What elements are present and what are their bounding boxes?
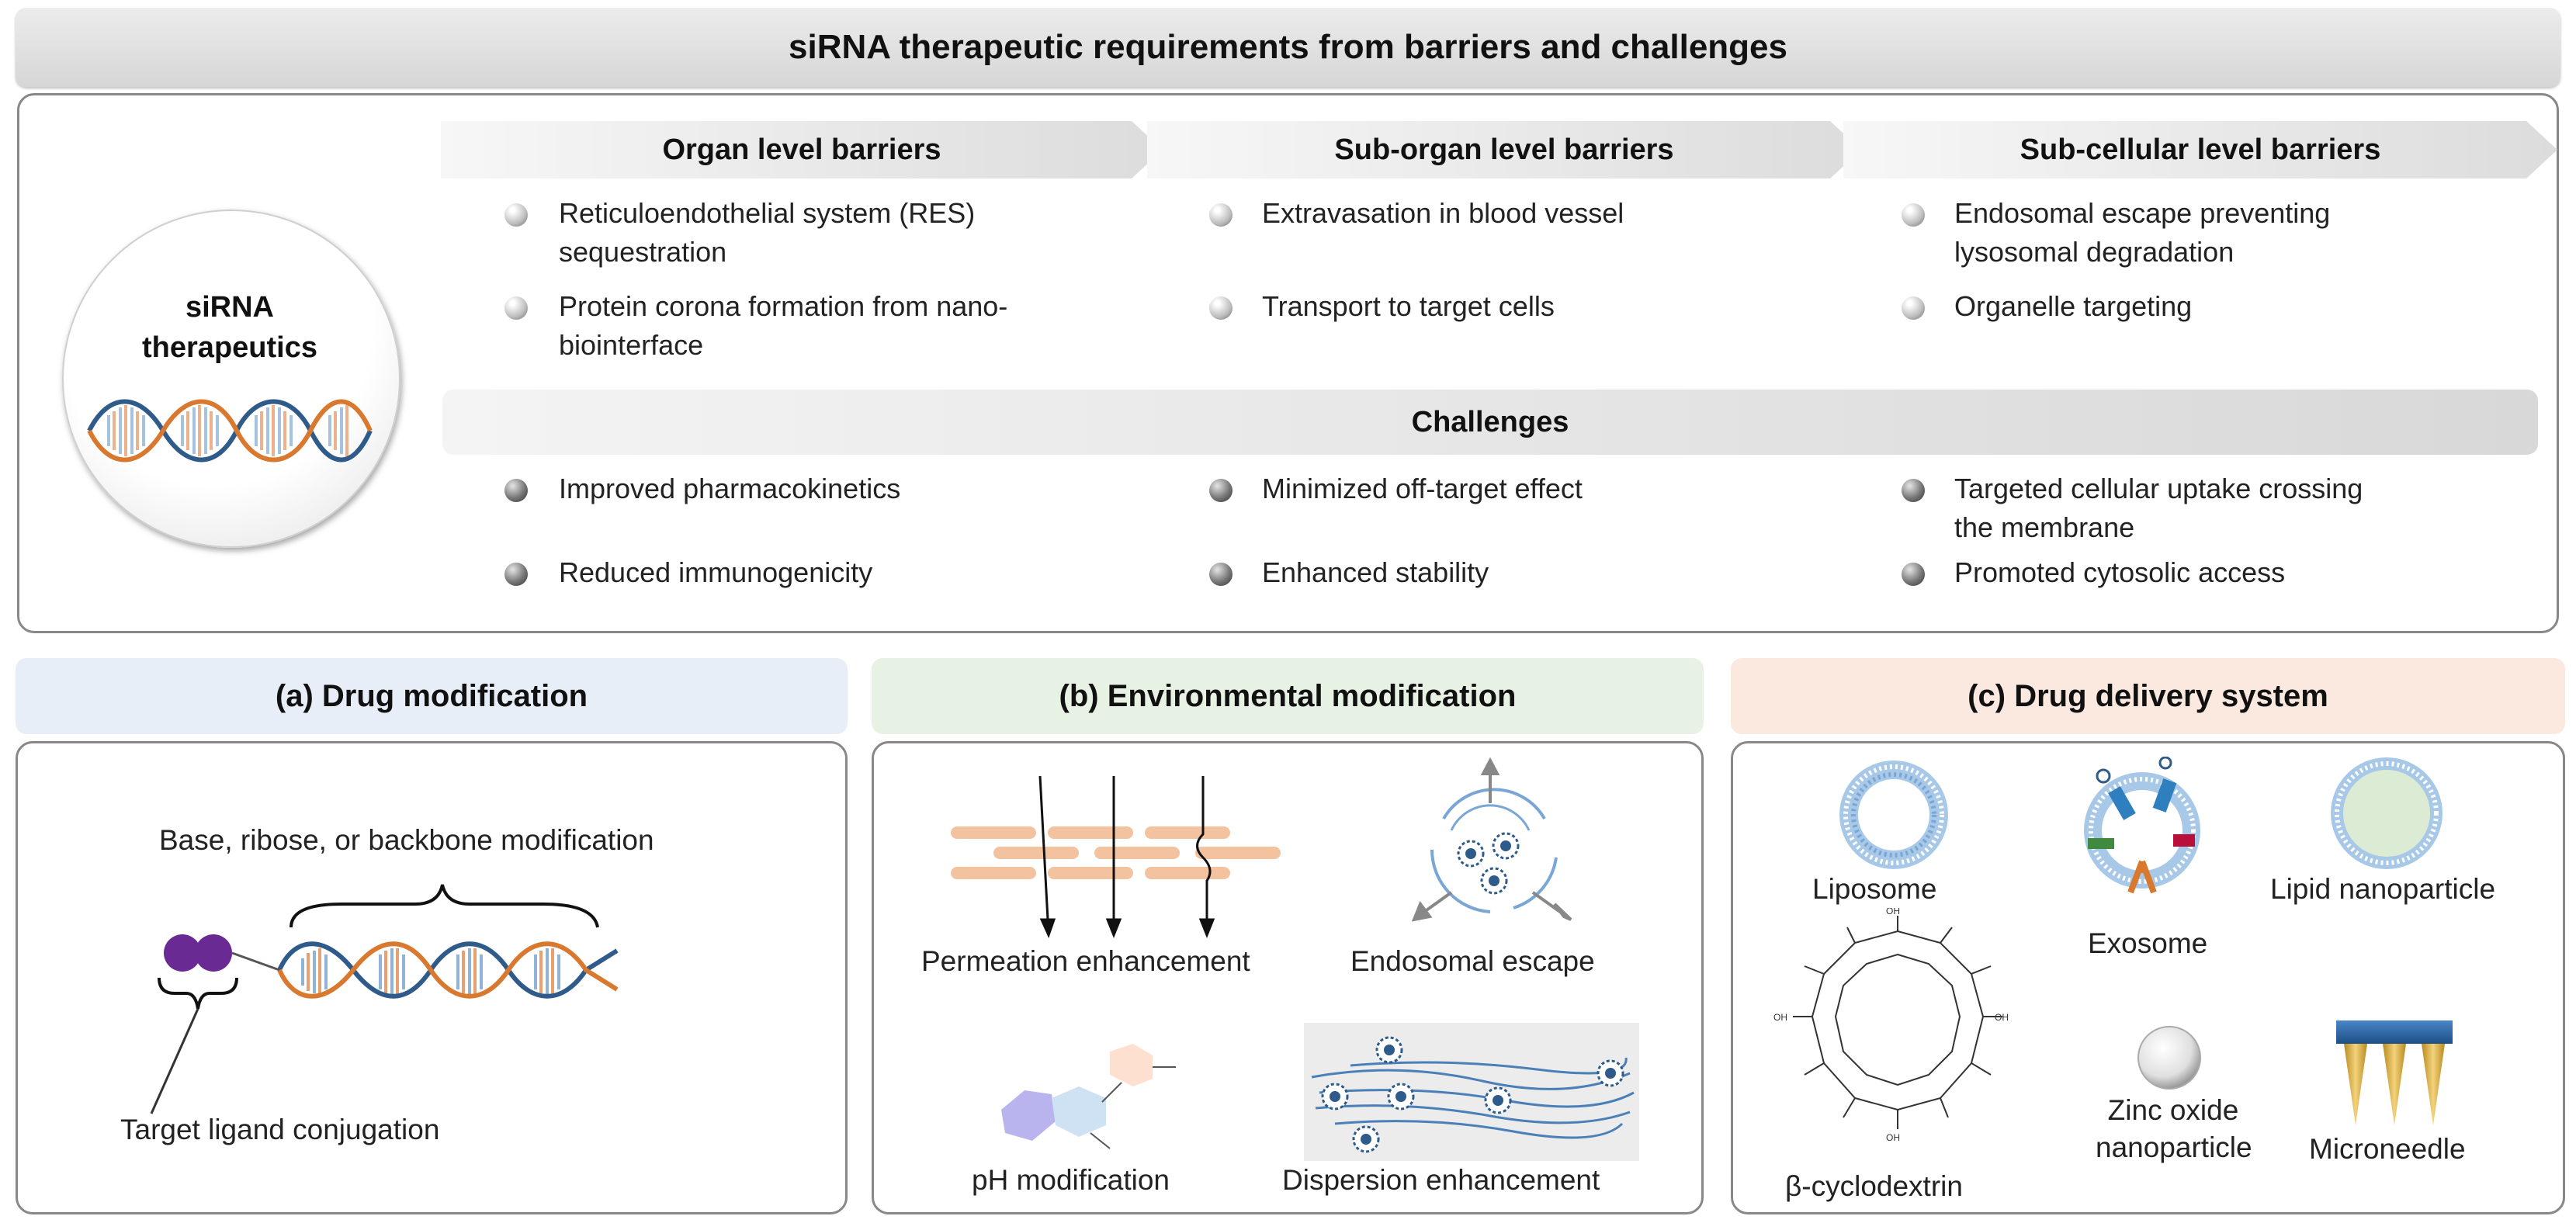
exosome-label: Exosome <box>2088 927 2208 959</box>
svg-text:OH: OH <box>1773 1012 1787 1023</box>
barrier-item: Reticuloendothelial system (RES)sequestr… <box>559 197 976 268</box>
lipid-nanoparticle-icon <box>2331 757 2443 869</box>
zinc-oxide-sphere-icon <box>2137 1026 2201 1090</box>
barrier-item: Protein corona formation from nano-bioin… <box>559 290 1008 361</box>
page-title: siRNA therapeutic requirements from barr… <box>789 28 1787 66</box>
section-a-box <box>16 741 848 1214</box>
svg-text:OH: OH <box>1886 1132 1900 1143</box>
section-b-box <box>872 741 1704 1214</box>
barrier-heading-organ: Organ level barriers <box>441 121 1163 178</box>
bullet-icon <box>1209 296 1233 320</box>
svg-text:OH: OH <box>1886 908 1900 916</box>
bullet-icon <box>1902 563 1925 586</box>
challenge-item: Minimized off-target effect <box>1262 473 1583 504</box>
sirna-therapeutics-circle <box>62 210 400 548</box>
microneedle-icon <box>2336 1020 2453 1125</box>
section-c-box <box>1731 741 2565 1214</box>
dispersion-illustration <box>1304 1023 1639 1161</box>
ph-modification-label: pH modification <box>972 1164 1170 1196</box>
bullet-icon <box>1902 479 1925 502</box>
ph-molecule-illustration <box>1001 1044 1176 1149</box>
barrier-heading-sub-cellular: Sub-cellular level barriers <box>1843 121 2557 178</box>
microneedle-label: Microneedle <box>2309 1133 2466 1165</box>
barriers-panel <box>17 93 2559 633</box>
bullet-icon <box>1209 479 1233 502</box>
challenges-bar: Challenges <box>442 390 2538 455</box>
endosomal-escape-illustration <box>1411 757 1572 922</box>
barrier-item: Extravasation in blood vessel <box>1262 197 1624 229</box>
challenge-item: Improved pharmacokinetics <box>559 473 901 504</box>
exosome-icon <box>2084 757 2200 894</box>
barrier-item: Transport to target cells <box>1262 290 1555 322</box>
bullet-icon <box>504 203 528 227</box>
bullet-icon <box>504 563 528 586</box>
bullet-icon <box>1902 296 1925 320</box>
challenge-item: Reduced immunogenicity <box>559 556 873 588</box>
bullet-icon <box>1209 563 1233 586</box>
cyclodextrin-label: β-cyclodextrin <box>1785 1170 1963 1202</box>
permeation-illustration <box>951 775 1281 939</box>
section-c-header: (c) Drug delivery system <box>1731 658 2565 734</box>
ligand-label: Target ligand conjugation <box>120 1114 440 1145</box>
challenge-item: Promoted cytosolic access <box>1954 556 2286 588</box>
modification-label: Base, ribose, or backbone modification <box>159 824 654 856</box>
bullet-icon <box>1209 203 1233 227</box>
lipid-nanoparticle-label: Lipid nanoparticle <box>2270 873 2496 905</box>
liposome-label: Liposome <box>1812 873 1937 905</box>
drug-modification-illustration <box>158 884 619 1010</box>
permeation-label: Permeation enhancement <box>921 945 1250 977</box>
liposome-icon <box>1839 761 1948 869</box>
endosomal-escape-label: Endosomal escape <box>1350 945 1595 977</box>
title-bar: siRNA therapeutic requirements from barr… <box>16 8 2560 87</box>
svg-text:OH: OH <box>1995 1012 2009 1023</box>
bullet-icon <box>504 296 528 320</box>
section-b-header: (b) Environmental modification <box>872 658 1704 734</box>
challenge-item: Enhanced stability <box>1262 556 1489 588</box>
bullet-icon <box>504 479 528 502</box>
cyclodextrin-icon: OH OH OH OH <box>1773 908 2009 1143</box>
ligand-pointer-line <box>150 1008 199 1114</box>
sirna-therapeutics-label: siRNA therapeutics <box>142 291 317 364</box>
dna-helix-icon <box>87 399 373 463</box>
bullet-icon <box>1902 203 1925 227</box>
barrier-heading-sub-organ: Sub-organ level barriers <box>1147 121 1861 178</box>
dispersion-label: Dispersion enhancement <box>1282 1164 1600 1196</box>
section-a-header: (a) Drug modification <box>16 658 848 734</box>
barrier-item: Organelle targeting <box>1954 290 2193 322</box>
